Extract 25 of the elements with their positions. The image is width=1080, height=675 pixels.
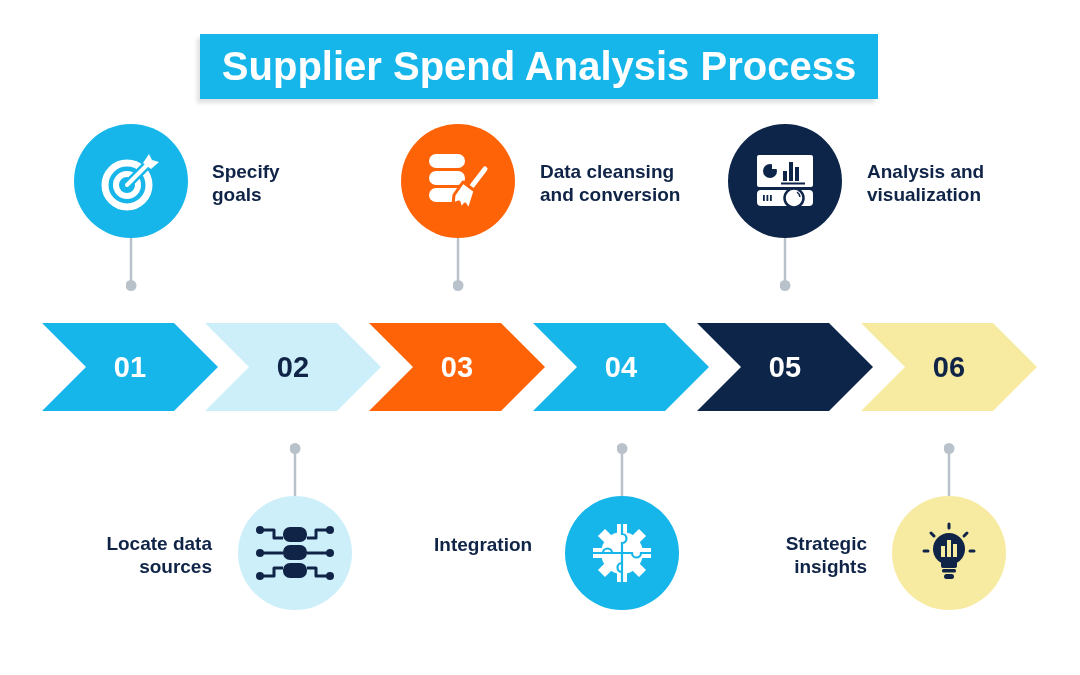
step-number: 02 <box>276 351 310 383</box>
chevron-step <box>861 323 1037 411</box>
title-banner: Supplier Spend Analysis Process <box>200 34 878 99</box>
connector-line <box>289 443 301 496</box>
step-label: Strategic insights <box>784 532 867 578</box>
connector-line <box>616 443 628 496</box>
step-label: Specify goals <box>212 160 281 206</box>
connector-line <box>125 238 137 291</box>
step-label: Data cleansing and conversion <box>540 160 682 206</box>
step-label: Locate data sources <box>105 532 212 578</box>
connector-line <box>943 443 955 496</box>
step-label: Integration <box>434 533 534 556</box>
step-number: 06 <box>932 351 966 383</box>
step-number: 05 <box>768 351 802 383</box>
step-number: 04 <box>604 351 638 383</box>
step-number: 01 <box>113 351 147 383</box>
connector-line <box>779 238 791 291</box>
chevron-step <box>533 323 709 411</box>
chevron-step <box>205 323 381 411</box>
connector-line <box>452 238 464 291</box>
step-number: 03 <box>440 351 474 383</box>
chevron-step <box>697 323 873 411</box>
chevron-step <box>369 323 545 411</box>
chevron-step <box>42 323 218 411</box>
step-label: Analysis and visualization <box>867 160 986 206</box>
